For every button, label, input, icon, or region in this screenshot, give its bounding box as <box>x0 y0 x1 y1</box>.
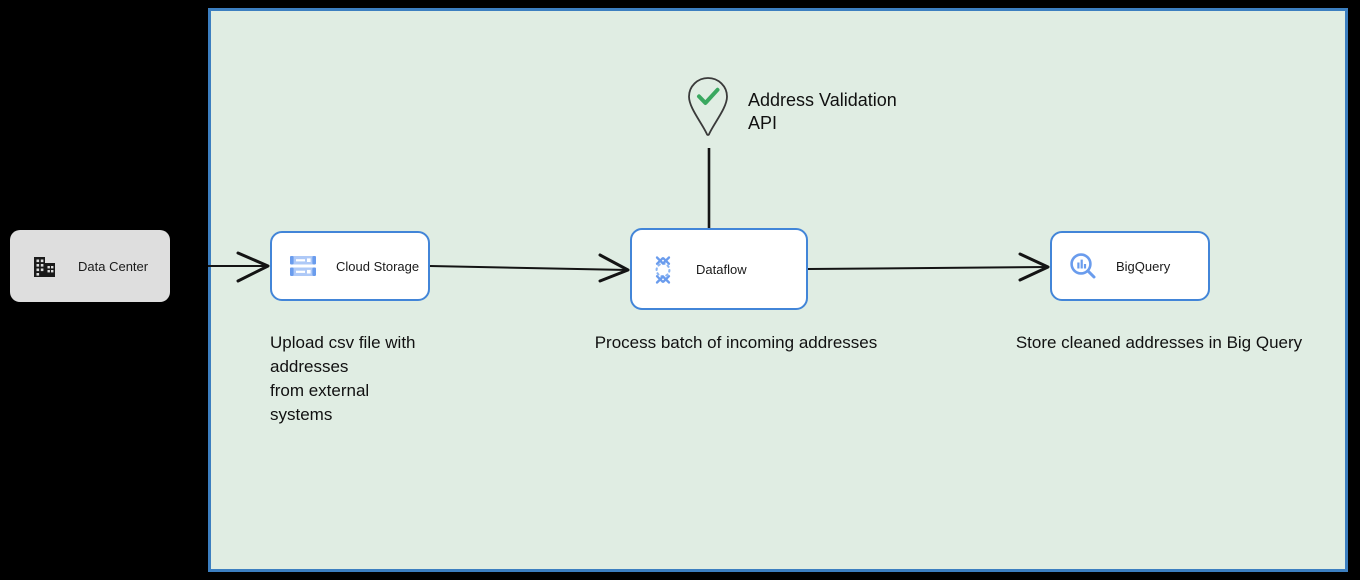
caption-line: systems <box>270 405 333 424</box>
bigquery-icon <box>1068 251 1098 281</box>
caption-line: Process batch of incoming addresses <box>594 333 878 352</box>
node-cloud-storage-label: Cloud Storage <box>336 258 420 274</box>
node-bigquery[interactable]: BigQuery <box>1050 231 1210 301</box>
node-bigquery-label: BigQuery <box>1116 258 1171 274</box>
datacenter-label: Data Center <box>78 258 149 274</box>
cloud-storage-icon <box>288 251 318 281</box>
external-service-label-line-1: Address Validation <box>748 90 897 110</box>
caption-bigquery: Store cleaned addresses in Big Query <box>980 331 1338 355</box>
caption-line: Upload csv file with <box>270 333 416 352</box>
building-icon <box>30 251 60 281</box>
caption-line: Store cleaned addresses in Big Query <box>1015 333 1303 352</box>
dataflow-icon <box>648 254 678 284</box>
external-service-label-line-2: API <box>748 113 778 133</box>
node-dataflow-label: Dataflow <box>696 261 747 277</box>
node-dataflow[interactable]: Dataflow <box>630 228 808 310</box>
caption-dataflow: Process batch of incoming addresses <box>560 331 912 355</box>
node-cloud-storage[interactable]: Cloud Storage <box>270 231 430 301</box>
map-pin-check-icon <box>686 76 730 138</box>
caption-cloud-storage: Upload csv file with addresses from exte… <box>270 331 470 427</box>
external-service-label: Address Validation API <box>748 89 958 135</box>
caption-line: from external <box>270 381 370 400</box>
datacenter-node[interactable]: Data Center <box>10 230 170 302</box>
caption-line: addresses <box>270 357 349 376</box>
